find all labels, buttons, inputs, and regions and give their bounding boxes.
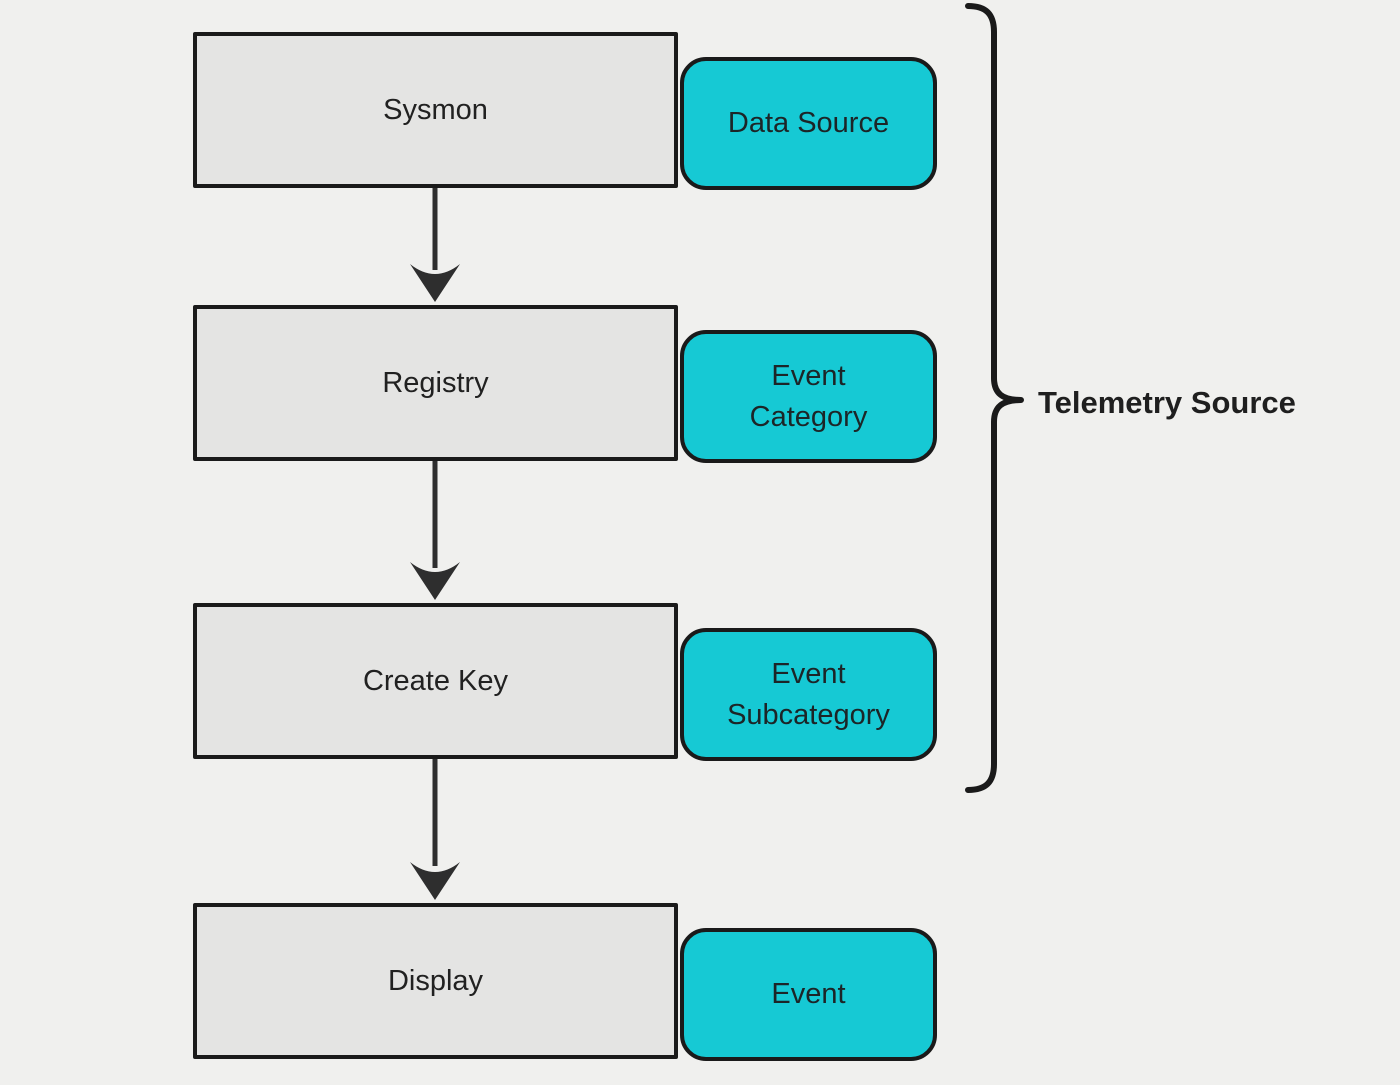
tag-event-category: Event Category	[680, 330, 937, 463]
node-registry: Registry	[193, 305, 678, 461]
tag-label: Event Subcategory	[727, 657, 890, 731]
node-label: Sysmon	[383, 93, 488, 126]
tag-event: Event	[680, 928, 937, 1061]
tag-label: Data Source	[727, 107, 890, 140]
curly-brace-icon	[965, 3, 1024, 793]
tag-data-source: Data Source	[680, 57, 937, 190]
group-label-telemetry-source: Telemetry Source	[1038, 385, 1296, 420]
tag-label: Event Category	[749, 359, 868, 433]
node-create-key: Create Key	[193, 603, 678, 759]
node-label: Registry	[382, 366, 489, 399]
node-label: Create Key	[362, 664, 509, 697]
tag-event-subcategory: Event Subcategory	[680, 628, 937, 761]
tag-label: Event	[771, 978, 846, 1011]
node-label: Display	[387, 964, 484, 997]
node-display: Display	[193, 903, 678, 1059]
arrow-down-icon	[410, 757, 460, 900]
arrow-down-icon	[410, 459, 460, 600]
arrow-down-icon	[410, 186, 460, 302]
node-sysmon: Sysmon	[193, 32, 678, 188]
